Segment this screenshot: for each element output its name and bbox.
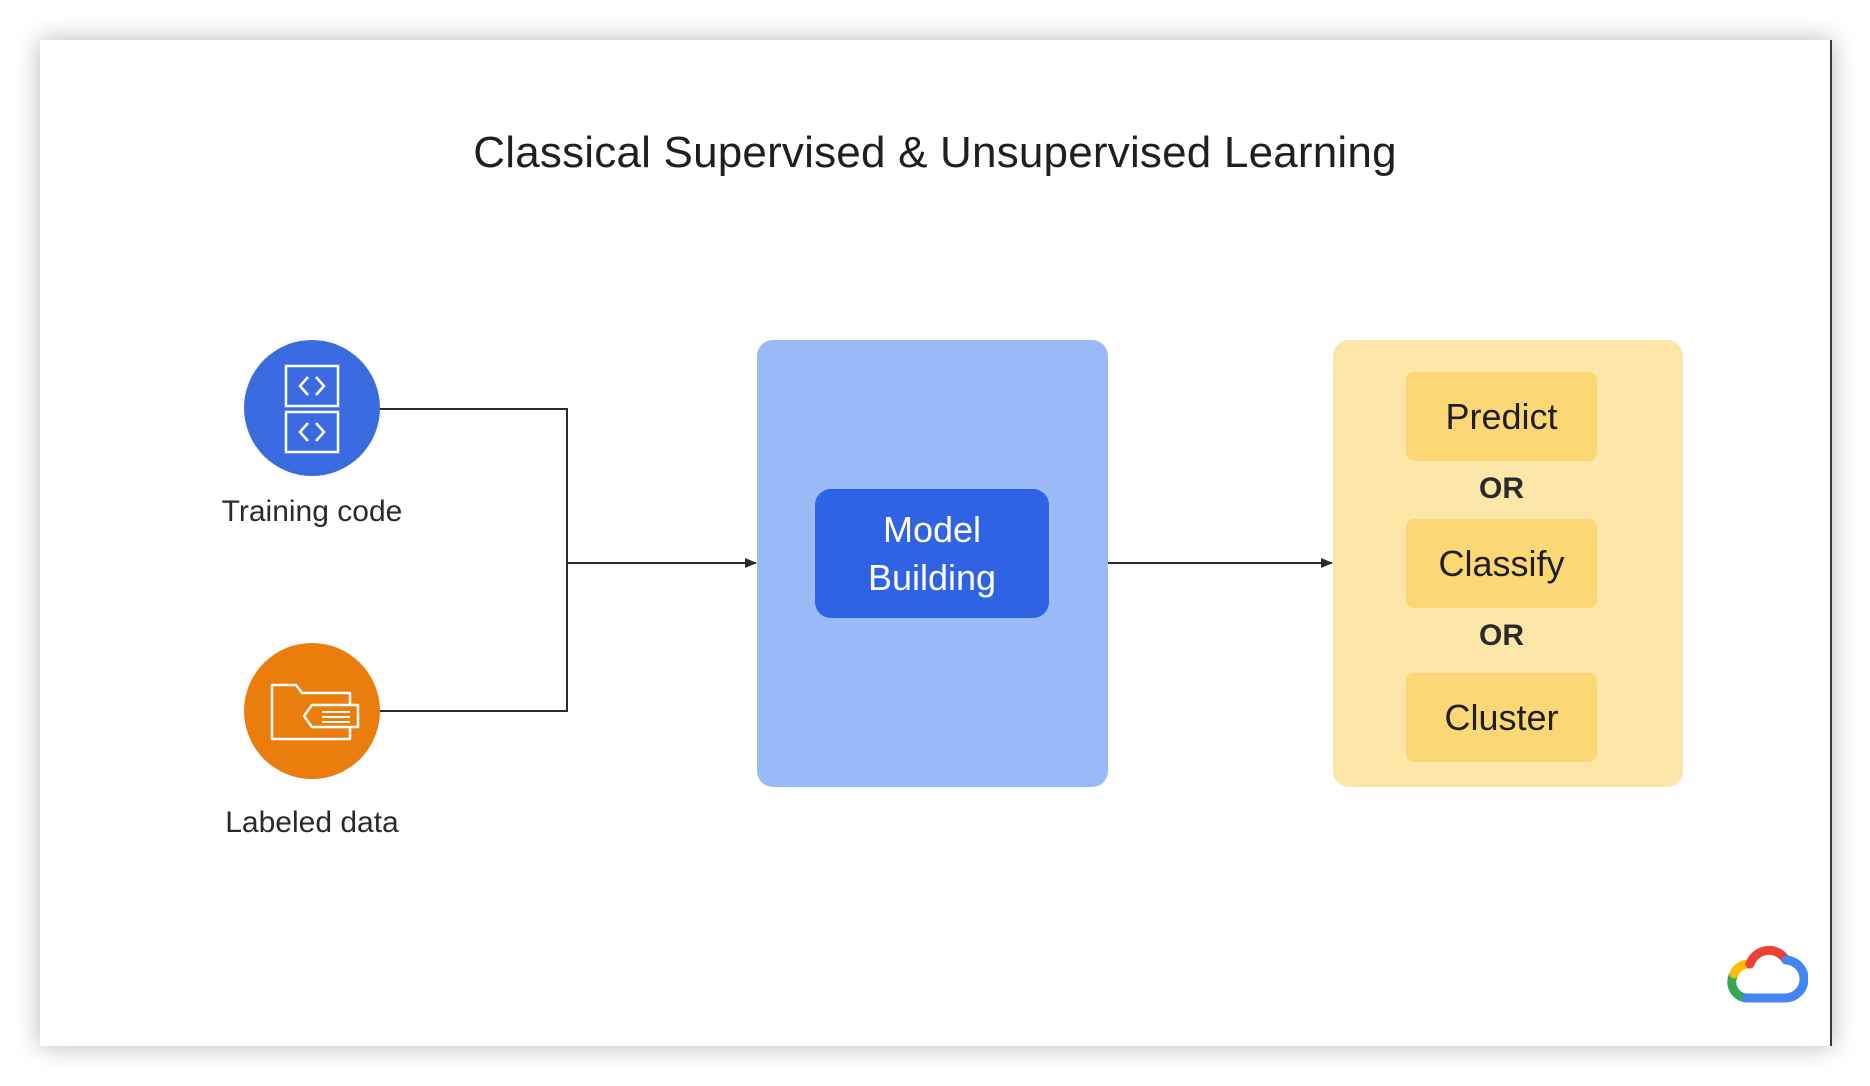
- or-separator: OR: [1479, 472, 1524, 505]
- model-building-line-2: Building: [867, 556, 997, 598]
- connector-labeled-data: [380, 563, 568, 712]
- slide-title: Classical Supervised & Unsupervised Lear…: [473, 128, 1397, 177]
- training-code-node: [244, 340, 380, 476]
- or-separator: OR: [1479, 619, 1524, 652]
- folder-icon: [270, 683, 360, 741]
- connector-training-code: [380, 408, 568, 563]
- labeled-data-node: [244, 643, 380, 779]
- output-predict: Predict: [1406, 372, 1597, 461]
- code-brackets-icon: [284, 364, 340, 454]
- training-code-label: Training code: [221, 495, 403, 528]
- model-building-line-1: Model: [882, 508, 982, 550]
- output-classify: Classify: [1406, 519, 1597, 608]
- labeled-data-label: Labeled data: [225, 806, 399, 839]
- model-building-panel: Model Building: [757, 340, 1108, 787]
- output-cluster: Cluster: [1406, 673, 1597, 762]
- connector-lines: [380, 408, 1333, 712]
- google-cloud-logo-icon: [1727, 945, 1808, 1003]
- model-building-box: Model Building: [815, 489, 1049, 618]
- outputs-panel: Predict OR Classify OR Cluster: [1333, 340, 1683, 787]
- slide: Classical Supervised & Unsupervised Lear…: [40, 40, 1832, 1046]
